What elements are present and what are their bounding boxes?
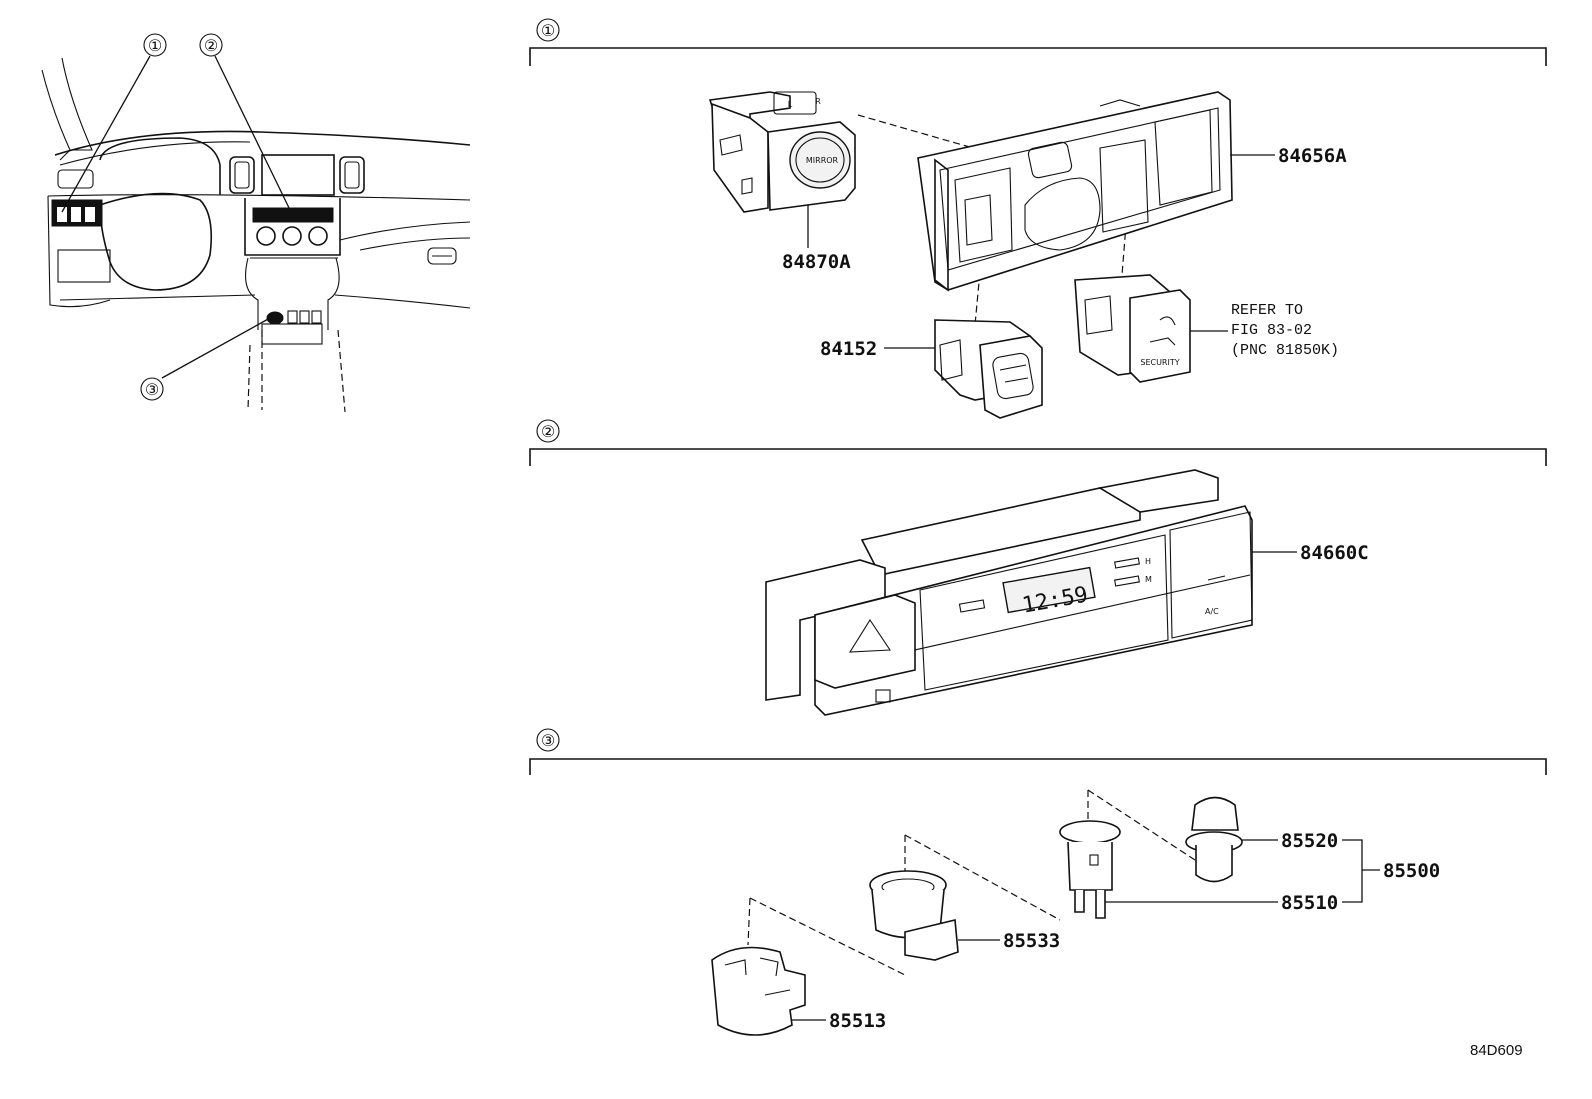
- section-1-bracket: [529, 47, 1547, 66]
- part-number-85500: 85500: [1383, 860, 1440, 882]
- mirror-label: MIRROR: [806, 156, 839, 165]
- lighter-holder: [869, 870, 959, 961]
- section-2-marker: ②: [541, 422, 555, 441]
- small-switch: [934, 319, 1043, 419]
- section-1: ① L R MIRROR 84870A: [529, 18, 1547, 419]
- part-number-84870A: 84870A: [782, 251, 851, 273]
- part-number-85510: 85510: [1281, 892, 1338, 914]
- mirror-left-label: L: [788, 100, 793, 109]
- section-2-bracket: [529, 448, 1547, 466]
- climate-control-panel: 12:59 H M A/C: [765, 469, 1253, 716]
- mirror-right-label: R: [815, 97, 821, 106]
- ac-button-label: A/C: [1205, 607, 1219, 616]
- part-number-85533: 85533: [1003, 930, 1060, 952]
- part-number-84660C: 84660C: [1300, 542, 1369, 564]
- part-number-85520: 85520: [1281, 830, 1338, 852]
- callout-2: ②: [204, 36, 218, 55]
- security-switch: SECURITY: [1074, 274, 1191, 383]
- security-label: SECURITY: [1140, 358, 1179, 367]
- button-m-label: M: [1145, 575, 1152, 584]
- dashboard-overview: ① ② ③: [41, 33, 471, 413]
- refer-note-line1: REFER TO: [1231, 302, 1303, 319]
- section-3-marker: ③: [541, 731, 555, 750]
- part-number-85513: 85513: [829, 1010, 886, 1032]
- section-1-marker: ①: [541, 21, 555, 40]
- part-number-84656A: 84656A: [1278, 145, 1347, 167]
- callout-1: ①: [148, 36, 162, 55]
- callout-3: ③: [145, 380, 159, 399]
- bezel: [917, 91, 1233, 292]
- figure-code: 84D609: [1470, 1042, 1523, 1059]
- mirror-switch: L R MIRROR: [708, 91, 856, 213]
- button-h-label: H: [1145, 557, 1151, 566]
- refer-note-line3: (PNC 81850K): [1231, 342, 1339, 359]
- lighter-ring: [711, 946, 806, 1036]
- lighter-cap: [1185, 796, 1243, 883]
- section-3: ③ 85520 85510 85500: [529, 728, 1547, 1036]
- section-3-bracket: [529, 758, 1547, 775]
- refer-note-line2: FIG 83-02: [1231, 322, 1312, 339]
- part-number-84152: 84152: [820, 338, 877, 360]
- lighter-socket: [1059, 820, 1121, 919]
- section-2: ② 12:59 H M A/C: [529, 419, 1547, 716]
